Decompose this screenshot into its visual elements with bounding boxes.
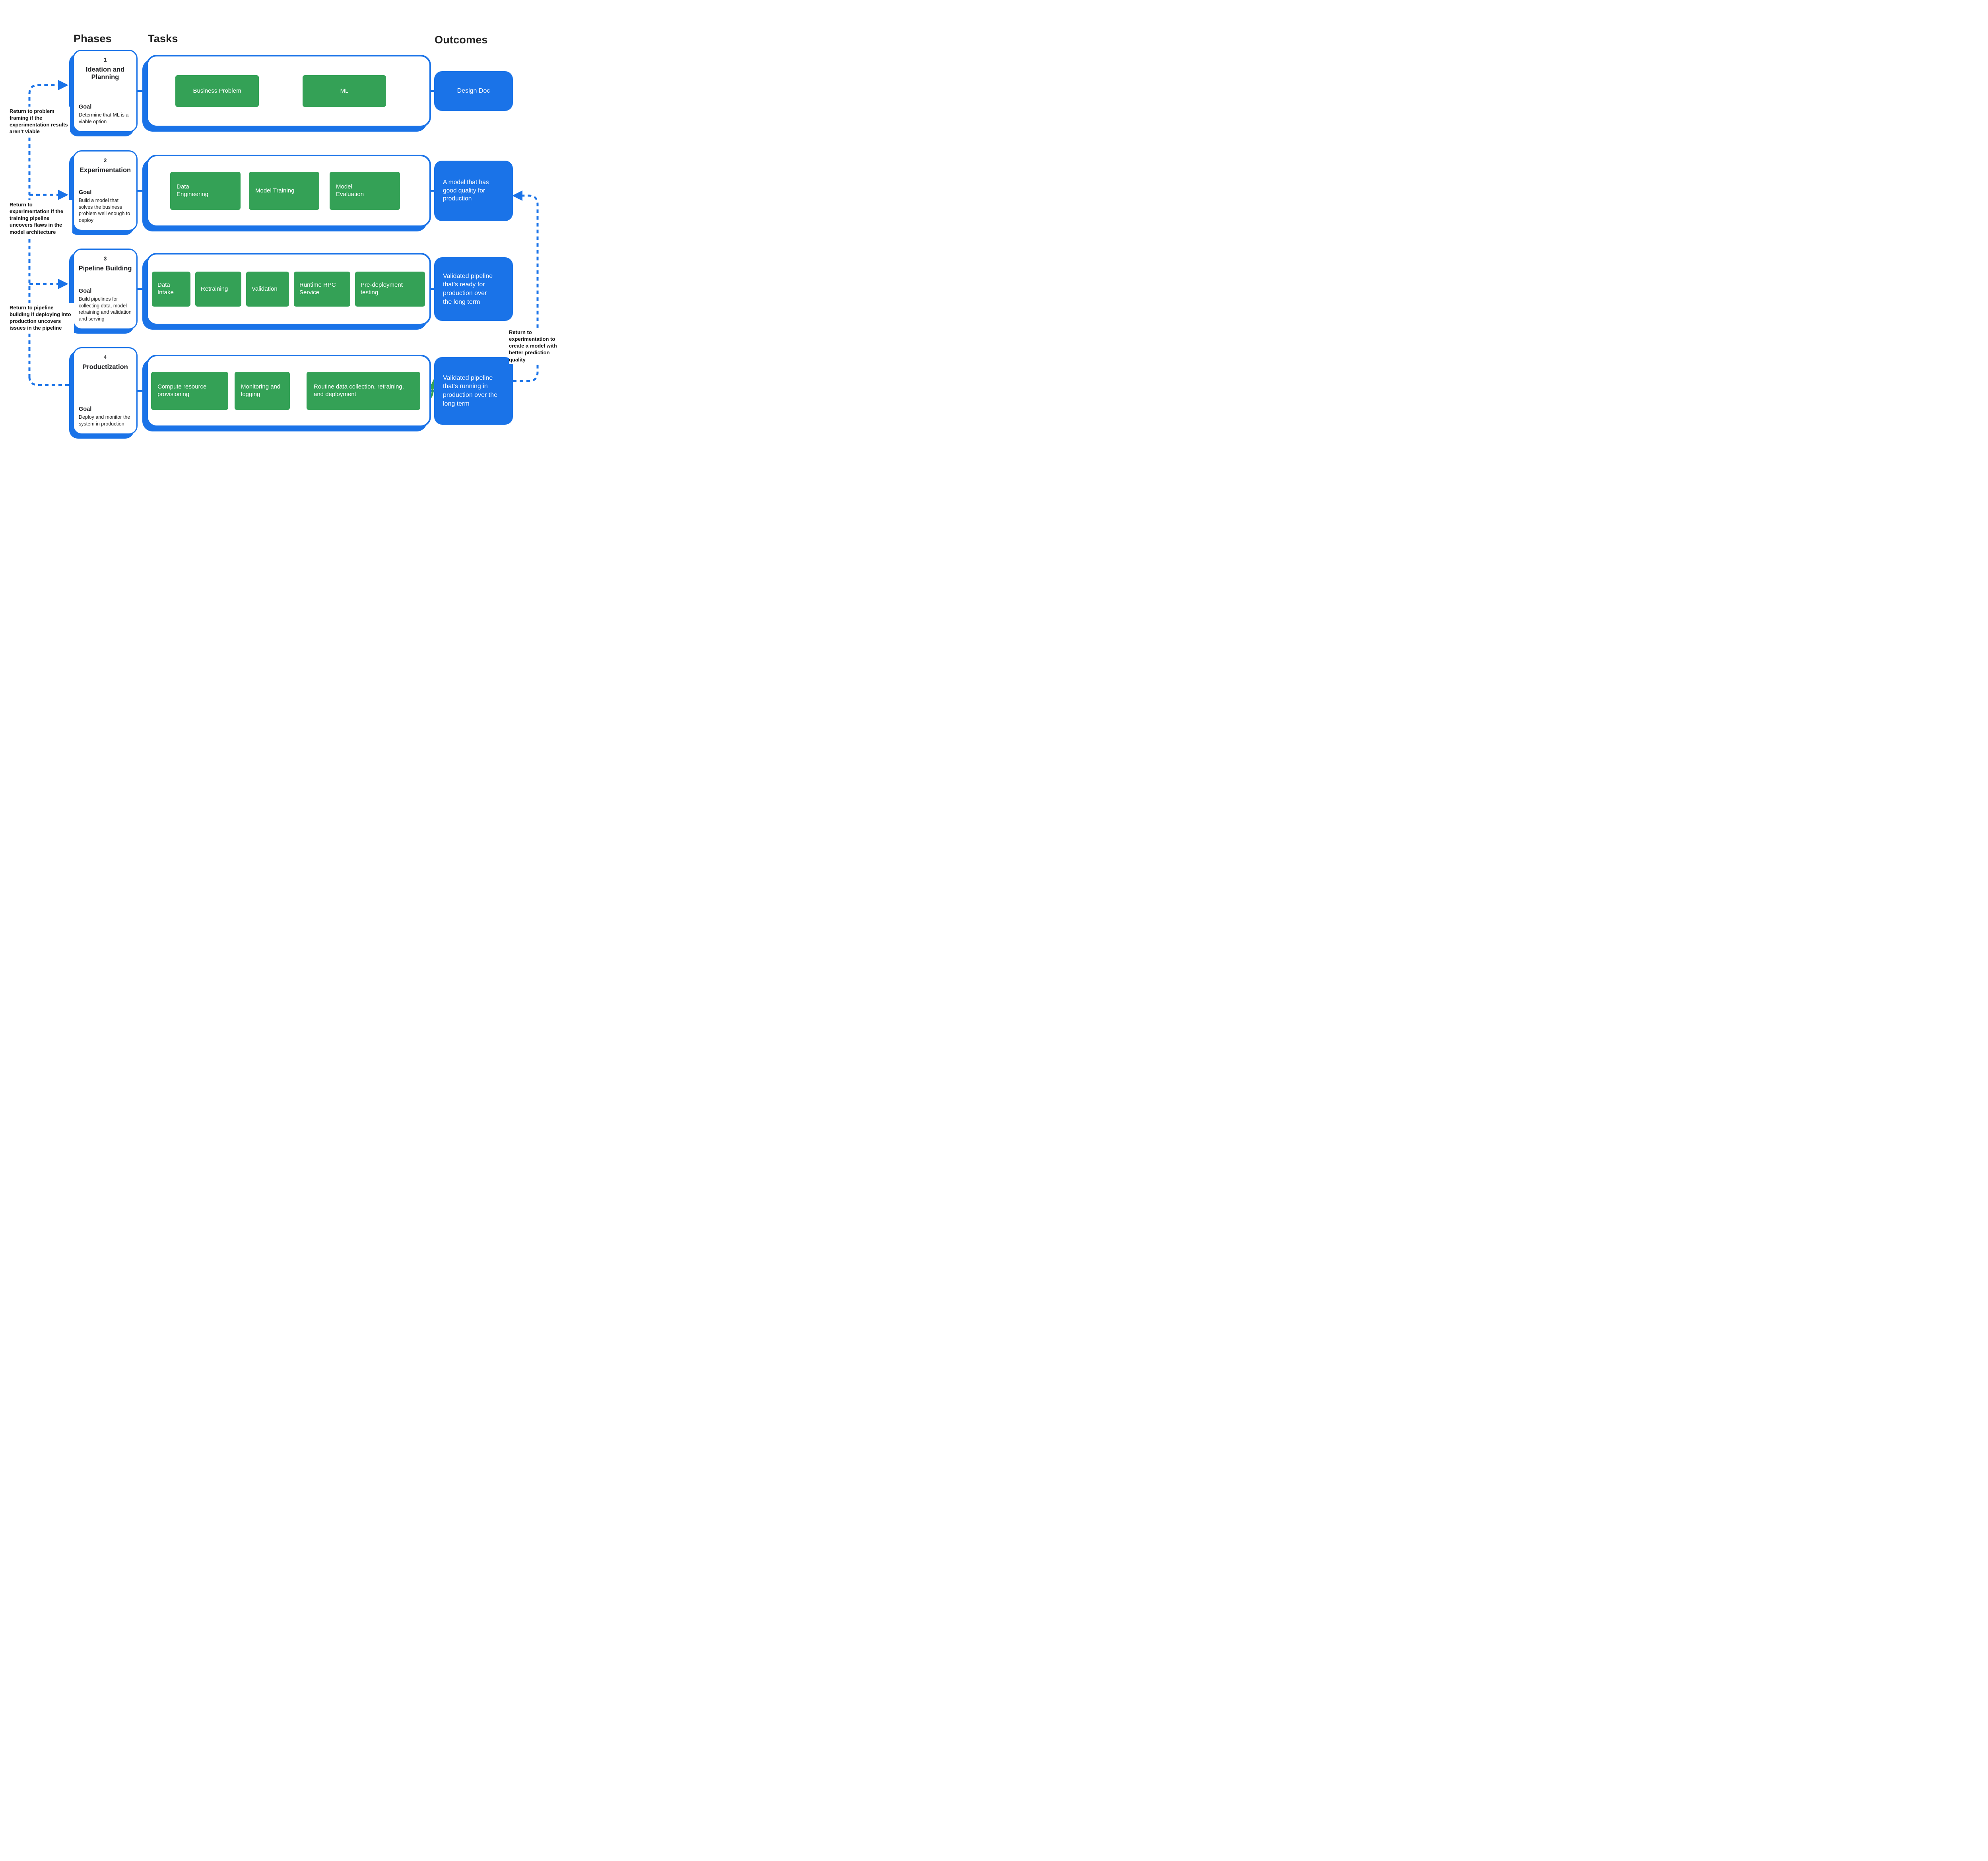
task-retraining: Retraining bbox=[195, 272, 241, 307]
goal-label: Goal bbox=[79, 406, 92, 412]
phase-number: 4 bbox=[103, 354, 107, 360]
phase-title: Productization bbox=[82, 363, 128, 371]
phase-card-experimentation: 2 Experimentation Goal Build a model tha… bbox=[73, 150, 138, 231]
task-data-intake: Data Intake bbox=[152, 272, 190, 307]
outcomes-header: Outcomes bbox=[435, 34, 488, 46]
goal-label: Goal bbox=[79, 288, 92, 294]
goal-label: Goal bbox=[79, 104, 92, 110]
goal-label: Goal bbox=[79, 189, 92, 196]
task-runtime-rpc-service: Runtime RPC Service bbox=[294, 272, 350, 307]
task-data-engineering: Data Engineering bbox=[170, 172, 241, 210]
annotation-return-experimentation-quality: Return to experimentation to create a mo… bbox=[509, 328, 564, 364]
task-model-evaluation: Model Evaluation bbox=[330, 172, 400, 210]
task-compute-resource-provisioning: Compute resource provisioning bbox=[151, 372, 228, 410]
outcome-model-quality: A model that has good quality for produc… bbox=[434, 161, 513, 221]
task-business-problem: Business Problem bbox=[175, 75, 259, 107]
outcome-design-doc: Design Doc bbox=[434, 71, 513, 111]
feedback-arrow-model-quality-icon bbox=[512, 190, 522, 201]
mlops-phases-diagram: Phases Tasks Outcomes 1 Ideation and Pla… bbox=[0, 0, 564, 465]
phases-header: Phases bbox=[74, 33, 112, 45]
goal-text: Build a model that solves the business p… bbox=[79, 198, 130, 223]
annotation-return-problem-framing: Return to problem framing if the experim… bbox=[10, 107, 70, 136]
task-model-training: Model Training bbox=[249, 172, 319, 210]
goal-text: Determine that ML is a viable option bbox=[79, 112, 129, 124]
feedback-left-bottom-bend bbox=[28, 377, 73, 386]
feedback-left-trunk-line bbox=[28, 84, 58, 378]
phase-title: Ideation and Planning bbox=[85, 66, 125, 81]
goal-block: Goal Build a model that solves the busin… bbox=[77, 189, 133, 225]
task-monitoring-and-logging: Monitoring and logging bbox=[235, 372, 290, 410]
task-validation: Validation bbox=[246, 272, 289, 307]
phase-title: Experimentation bbox=[79, 167, 131, 174]
task-ml: ML bbox=[303, 75, 386, 107]
outcome-validated-pipeline-ready: Validated pipeline that’s ready for prod… bbox=[434, 257, 513, 321]
feedback-arrow-experimentation-icon bbox=[58, 190, 68, 200]
goal-block: Goal Deploy and monitor the system in pr… bbox=[77, 406, 133, 429]
phase-number: 2 bbox=[103, 157, 107, 163]
annotation-return-pipeline-building: Return to pipeline building if deploying… bbox=[10, 303, 74, 333]
annotation-return-experimentation: Return to experimentation if the trainin… bbox=[10, 200, 72, 237]
feedback-arrow-pipeline-icon bbox=[58, 279, 68, 289]
outcome-validated-pipeline-running: Validated pipeline that’s running in pro… bbox=[434, 357, 513, 425]
task-routine-data-collection: Routine data collection, retraining, and… bbox=[307, 372, 420, 410]
task-pre-deployment-testing: Pre-deployment testing bbox=[355, 272, 425, 307]
goal-block: Goal Determine that ML is a viable optio… bbox=[77, 104, 133, 126]
goal-text: Build pipelines for collecting data, mod… bbox=[79, 296, 132, 322]
goal-block: Goal Build pipelines for collecting data… bbox=[77, 288, 133, 324]
tasks-header: Tasks bbox=[148, 33, 178, 45]
goal-text: Deploy and monitor the system in product… bbox=[79, 414, 130, 427]
phase-number: 1 bbox=[103, 56, 107, 63]
feedback-arrow-ideation-icon bbox=[58, 80, 68, 90]
phase-card-ideation: 1 Ideation and Planning Goal Determine t… bbox=[73, 50, 138, 132]
phase-card-productization: 4 Productization Goal Deploy and monitor… bbox=[73, 347, 138, 435]
phase-card-pipeline-building: 3 Pipeline Building Goal Build pipelines… bbox=[73, 249, 138, 330]
phase-number: 3 bbox=[103, 255, 107, 262]
phase-title: Pipeline Building bbox=[78, 265, 132, 272]
